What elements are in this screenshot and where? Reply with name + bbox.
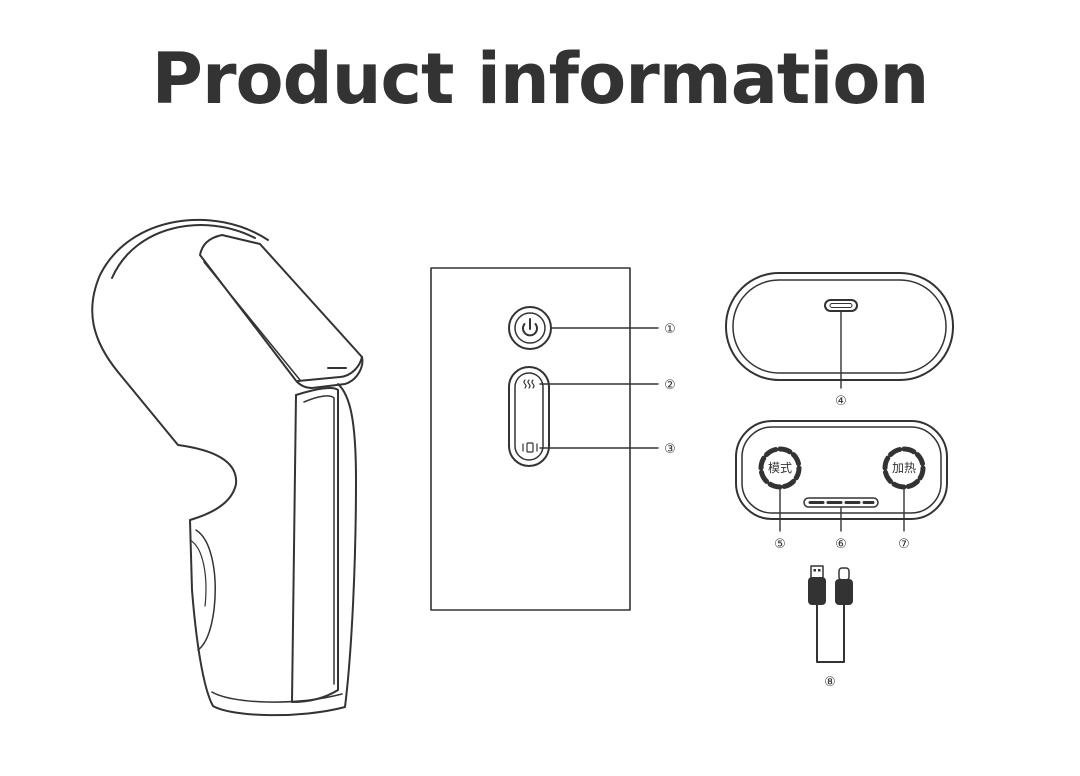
- callout-5: ⑤: [774, 537, 786, 552]
- massager-top-rim: [111, 224, 256, 279]
- power-icon: [522, 318, 538, 337]
- massager-body-outline: [91, 218, 357, 717]
- massager-head-block: [199, 234, 364, 389]
- mode-button-label: 模式: [768, 461, 792, 475]
- callout-7: ⑦: [898, 537, 910, 552]
- device-top-outline: [725, 272, 954, 381]
- control-panel-frame: [430, 267, 631, 611]
- page-title: Product information: [151, 38, 930, 120]
- massager-illustration: [91, 218, 364, 717]
- callout-3: ③: [664, 442, 676, 457]
- callout-2: ②: [664, 378, 676, 393]
- device-top-view: [725, 272, 954, 389]
- heat-button-label: 加热: [892, 461, 916, 475]
- function-button-capsule: [508, 366, 550, 467]
- callout-6: ⑥: [835, 537, 847, 552]
- usb-cable-icon: [808, 565, 853, 663]
- indicator-bar: [803, 497, 879, 508]
- mode-ring-icon: [758, 446, 802, 490]
- callout-8: ⑧: [824, 675, 836, 690]
- control-panel: [430, 267, 659, 611]
- heat-ring-icon: [882, 446, 926, 490]
- massager-handle-strip: [291, 386, 339, 703]
- callout-4: ④: [835, 394, 847, 409]
- callout-1: ①: [664, 322, 676, 337]
- massager-thumb-recess: [195, 529, 216, 651]
- vibration-icon: [522, 442, 538, 453]
- heat-waves-icon: [523, 379, 535, 389]
- device-bottom-view: [735, 420, 948, 532]
